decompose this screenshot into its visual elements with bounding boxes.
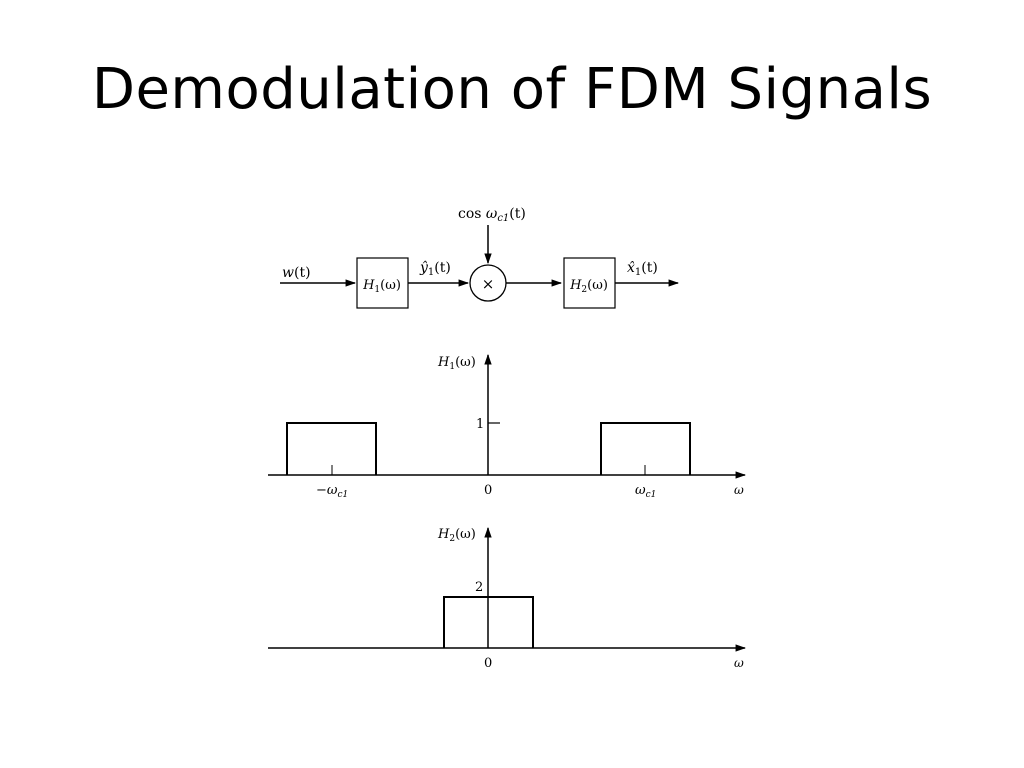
output-arg: (t) [641,260,658,276]
h2-level-label: 2 [475,580,483,595]
h1-x-label: ω [734,483,744,497]
carrier-sub: c1 [497,213,509,224]
multiplier-symbol: × [482,275,495,293]
filter-h2-sub: 2 [581,285,587,295]
carrier-base: ω [486,206,498,222]
h1-left-passband [286,422,377,475]
filter-h2-label: H2(ω) [569,278,608,295]
h2-y-label: H2(ω) [437,527,476,544]
h2-ylabel-base: H [437,527,450,542]
slide-title: Demodulation of FDM Signals [91,57,933,122]
h2-ylabel-arg: (ω) [455,527,476,542]
h1-neg-carrier-base: −ω [316,483,338,498]
h1-level-label: 1 [476,417,484,432]
carrier-prefix: cos [458,206,486,222]
block-diagram: w(t) H1(ω) ŷ1(t) cos ωc1(t) × H2(ω) x̂1(… [280,206,680,309]
intermediate-arg: (t) [434,260,451,276]
h1-ylabel-sub: 1 [449,362,455,372]
h1-origin-label: 0 [484,483,492,498]
h2-passband [443,596,534,648]
input-arg: (t) [294,265,311,281]
intermediate-base: ŷ [419,259,429,276]
input-base: w [282,265,294,281]
h1-neg-carrier-sub: c1 [338,490,349,500]
filter-h1-sub: 1 [374,285,380,295]
intermediate-signal-label: ŷ1(t) [419,259,451,278]
h1-pos-carrier-base: ω [635,483,646,498]
h1-y-label: H1(ω) [437,355,476,372]
filter-h2-base: H [569,278,582,293]
filter-h2-arg: (ω) [587,278,608,293]
h2-plot: H2(ω) 2 0 ω [268,526,747,671]
h2-origin-label: 0 [484,656,492,671]
h1-plot: H1(ω) 1 −ωc1 0 ωc1 ω [268,353,747,500]
h1-pos-carrier-label: ωc1 [635,483,656,500]
h1-ylabel-arg: (ω) [455,355,476,370]
output-signal-label: x̂1(t) [627,260,658,278]
filter-h1-label: H1(ω) [362,278,401,295]
input-signal-label: w(t) [282,265,311,281]
h1-right-passband [600,422,691,475]
h1-neg-carrier-label: −ωc1 [316,483,348,500]
h1-pos-carrier-sub: c1 [646,490,657,500]
carrier-label: cos ωc1(t) [458,206,526,224]
h1-ylabel-base: H [437,355,450,370]
filter-h1-base: H [362,278,375,293]
carrier-arg: (t) [509,206,526,222]
output-sub: 1 [635,267,641,278]
h2-x-label: ω [734,656,744,670]
output-base: x̂ [627,260,635,276]
intermediate-sub: 1 [428,267,434,278]
filter-h1-arg: (ω) [380,278,401,293]
h2-ylabel-sub: 2 [449,534,455,544]
